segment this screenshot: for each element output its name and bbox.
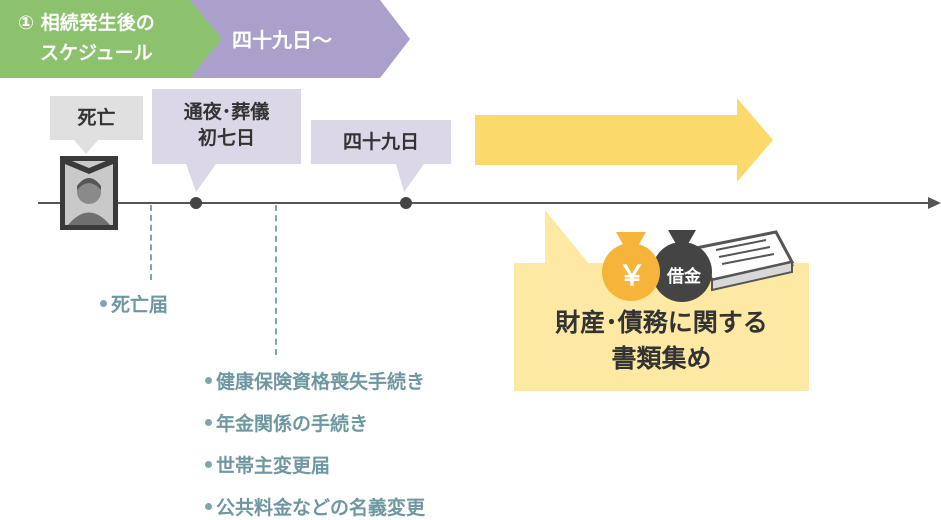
day49-callout: 四十九日 <box>311 120 451 164</box>
phase-title-line2: スケジュール <box>40 42 153 64</box>
money-bag-debt-icon <box>652 230 712 302</box>
procedure-label: 世帯主変更届 <box>216 455 331 477</box>
bullet-icon <box>100 300 107 307</box>
phase-title-line1: ① 相続発生後の <box>18 12 155 34</box>
bullet-icon <box>205 419 212 426</box>
bullet-icon <box>205 377 212 384</box>
yen-symbol: ￥ <box>617 259 646 292</box>
documents-line1: 財産･債務に関する <box>555 308 768 337</box>
procedure-item: 公共料金などの名義変更 <box>205 493 425 520</box>
day49-event-dot <box>400 197 412 209</box>
procedure-label: 年金関係の手続き <box>216 413 369 435</box>
phase-chevron <box>0 0 222 78</box>
procedure-label: 公共料金などの名義変更 <box>216 497 426 519</box>
document-stack-icon <box>693 230 795 292</box>
funeral-callout-line1: 通夜･葬儀 <box>183 101 270 123</box>
death-notice-label: 死亡届 <box>111 294 169 316</box>
funeral-event-dot <box>190 197 202 209</box>
procedures-connector <box>275 205 277 355</box>
timeline-arrowhead <box>928 197 941 209</box>
debt-label: 借金 <box>667 267 701 287</box>
documents-line2: 書類集め <box>611 344 712 373</box>
bullet-icon <box>205 461 212 468</box>
procedure-item: 世帯主変更届 <box>205 451 330 478</box>
procedure-item: 年金関係の手続き <box>205 409 368 436</box>
documents-callout-pointer <box>545 210 590 265</box>
money-bag-yen-icon <box>602 232 660 301</box>
funeral-callout: 通夜･葬儀 初七日 <box>152 89 301 164</box>
funeral-callout-line2: 初七日 <box>197 127 255 149</box>
documents-icons <box>602 230 795 302</box>
phase-title: ① 相続発生後の スケジュール <box>18 8 208 68</box>
death-callout: 死亡 <box>50 96 143 140</box>
period-title: 四十九日～ <box>232 28 332 52</box>
header-chevrons <box>0 0 410 78</box>
bullet-icon <box>205 503 212 510</box>
death-notice-item: 死亡届 <box>100 290 168 317</box>
day49-callout-pointer <box>396 164 424 192</box>
death-callout-pointer <box>74 140 98 154</box>
progress-arrow <box>475 98 773 182</box>
procedure-item: 健康保険資格喪失手続き <box>205 367 425 394</box>
death-notice-connector <box>150 205 152 280</box>
deceased-portrait-icon <box>60 156 118 230</box>
documents-callout-text: 財産･債務に関する 書類集め <box>514 305 809 377</box>
procedure-label: 健康保険資格喪失手続き <box>216 371 426 393</box>
period-chevron <box>150 0 410 78</box>
funeral-callout-pointer <box>186 164 216 192</box>
